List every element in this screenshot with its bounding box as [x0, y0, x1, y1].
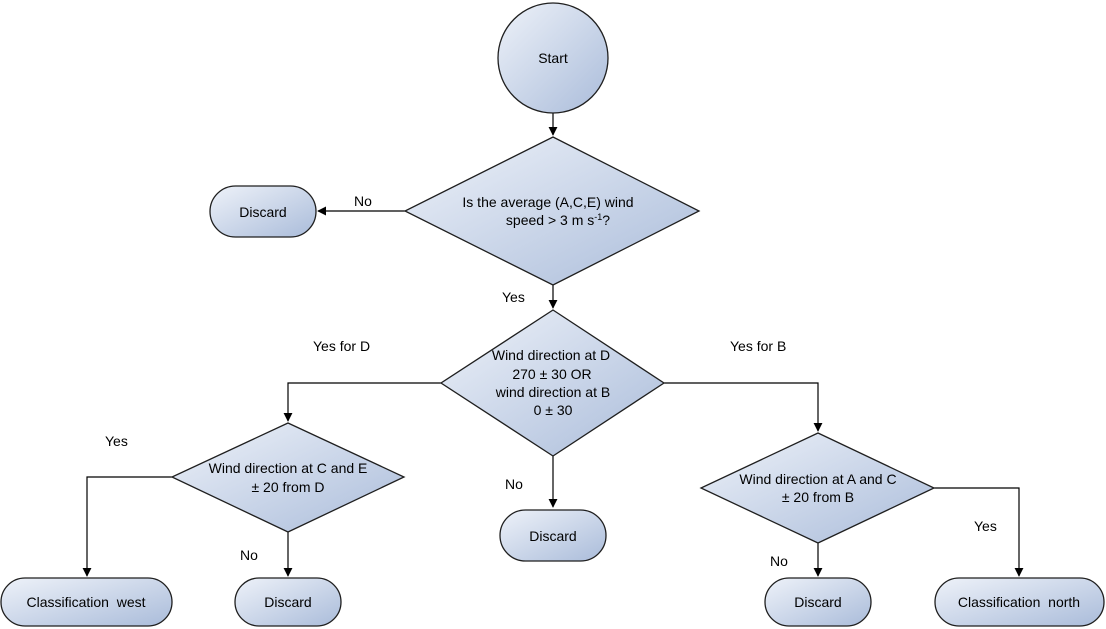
- node-discard-west: Discard: [234, 577, 342, 627]
- edge-direction-yes-for-d: [283, 382, 441, 422]
- direction-question-line-1: Wind direction at D: [492, 347, 610, 363]
- discard-west-terminal: [234, 577, 342, 627]
- start-label: Start: [538, 50, 568, 66]
- discard-speed-terminal: [209, 185, 317, 238]
- node-discard-speed: Discard: [209, 185, 317, 238]
- node-classification-north: Classification north: [934, 577, 1105, 627]
- speed-question-diamond: [403, 136, 701, 286]
- node-discard-direction: Discard: [499, 509, 607, 562]
- edge-label-direction-no: No: [505, 476, 523, 492]
- node-discard-north: Discard: [764, 577, 872, 627]
- classification-north-label: Classification north: [958, 594, 1080, 610]
- north-question-diamond: [699, 432, 936, 544]
- west-question-line-1: Wind direction at C and E: [209, 460, 368, 476]
- start-circle: [497, 2, 609, 114]
- north-question-line-1: Wind direction at A and C: [739, 471, 896, 487]
- classification-north-terminal: [934, 577, 1105, 627]
- west-question-line-2: ± 20 from D: [251, 479, 324, 495]
- edge-labels: No Yes Yes for D Yes for B No Yes No No …: [105, 193, 997, 569]
- node-classification-west: Classification west: [0, 577, 173, 627]
- speed-question-line-2: speed > 3 m s-1?: [506, 212, 610, 228]
- discard-north-label: Discard: [794, 594, 841, 610]
- direction-question-diamond: [439, 309, 666, 457]
- discard-direction-terminal: [499, 509, 607, 562]
- edges: [82, 113, 1024, 577]
- direction-question-line-4: 0 ± 30: [534, 402, 573, 418]
- west-question-diamond: [170, 422, 406, 533]
- edge-label-yes-for-b: Yes for B: [730, 338, 786, 354]
- edge-label-north-no: No: [770, 553, 788, 569]
- discard-west-label: Discard: [264, 594, 311, 610]
- classification-west-terminal: [0, 577, 173, 627]
- discard-direction-label: Discard: [529, 528, 576, 544]
- node-north-question: Wind direction at A and C ± 20 from B: [699, 432, 936, 544]
- edge-label-west-no: No: [240, 547, 258, 563]
- edge-direction-yes-for-b: [664, 382, 823, 432]
- node-speed-question: Is the average (A,C,E) wind speed > 3 m …: [403, 136, 701, 286]
- node-direction-question: Wind direction at D 270 ± 30 OR wind dir…: [439, 309, 666, 457]
- direction-question-line-3: wind direction at B: [495, 384, 610, 400]
- edge-label-north-yes: Yes: [974, 518, 997, 534]
- north-question-line-2: ± 20 from B: [782, 489, 854, 505]
- edge-north-yes: [934, 487, 1024, 577]
- edge-west-yes: [82, 476, 172, 577]
- node-start: Start: [497, 2, 609, 114]
- direction-question-line-2: 270 ± 30 OR: [512, 366, 591, 382]
- edge-label-yes-for-d: Yes for D: [313, 338, 370, 354]
- classification-west-label: Classification west: [26, 594, 145, 610]
- edge-label-west-yes: Yes: [105, 433, 128, 449]
- node-west-question: Wind direction at C and E ± 20 from D: [170, 422, 406, 533]
- speed-question-line-1: Is the average (A,C,E) wind: [462, 194, 633, 210]
- edge-label-speed-yes: Yes: [502, 289, 525, 305]
- edge-label-speed-no: No: [354, 193, 372, 209]
- discard-speed-label: Discard: [239, 204, 286, 220]
- discard-north-terminal: [764, 577, 872, 627]
